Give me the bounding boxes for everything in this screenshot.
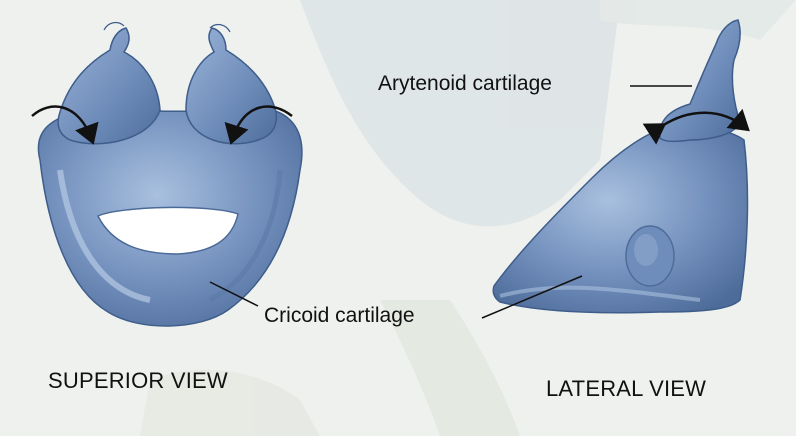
superior-view-label: SUPERIOR VIEW <box>48 368 228 393</box>
cricoid-cartilage-lateral <box>492 124 749 314</box>
cricoid-leader-line-lateral <box>481 275 583 319</box>
cricoid-cartilage-superior <box>37 107 303 327</box>
cricoid-cartilage-label: Cricoid cartilage <box>264 304 415 327</box>
curved-arrow-icon-left <box>31 105 99 145</box>
curved-arrow-icon-lateral <box>642 108 750 145</box>
lateral-view-label: LATERAL VIEW <box>546 376 707 401</box>
arytenoid-cartilage-label: Arytenoid cartilage <box>378 72 552 95</box>
arytenoid-cartilage-right <box>185 23 278 145</box>
arytenoid-cartilage-lateral <box>659 19 741 143</box>
curved-arrow-icon-right <box>224 105 293 145</box>
arytenoid-cartilage-left <box>57 21 161 145</box>
faded-background-art <box>140 0 796 436</box>
cricoid-leader-line-superior <box>209 281 259 307</box>
cricoid-lumen <box>96 206 239 255</box>
